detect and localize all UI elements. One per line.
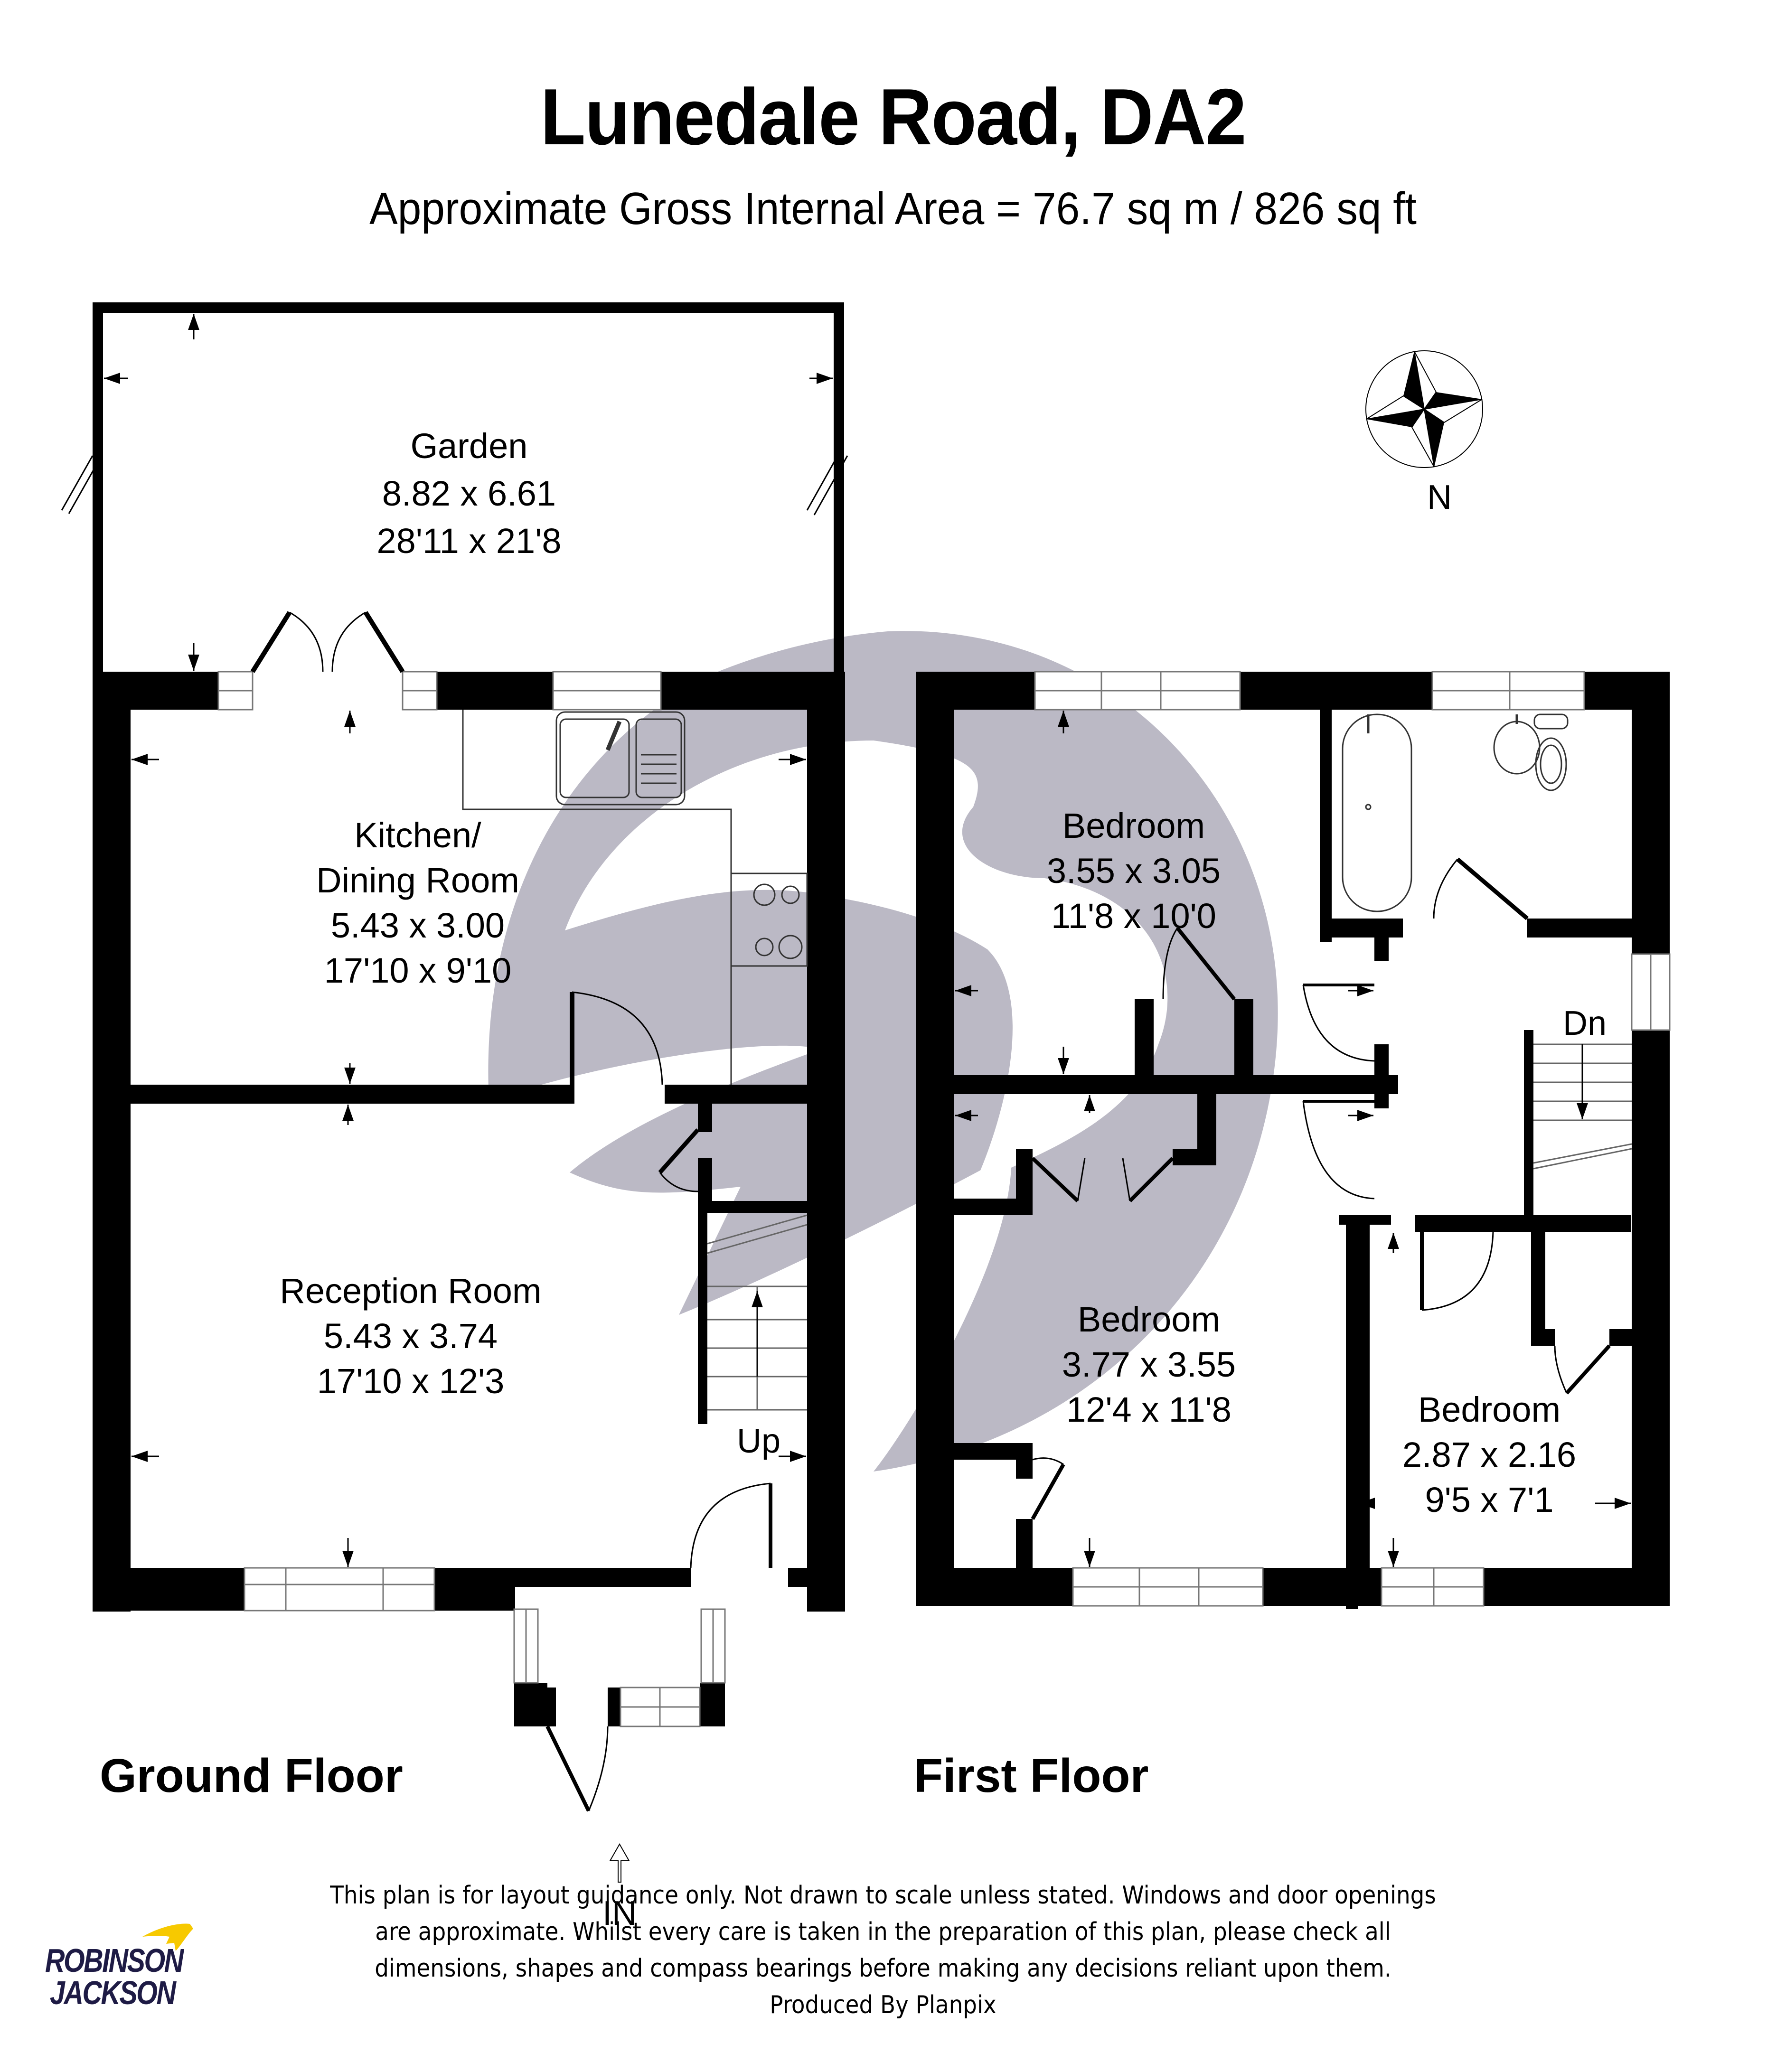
bedroom2-metric: 3.77 x 3.55 <box>1062 1345 1236 1384</box>
entrance-label: IN <box>602 1894 637 1932</box>
swallow-icon <box>142 1923 193 1951</box>
kitchen-metric: 5.43 x 3.00 <box>331 906 505 945</box>
bath-icon <box>1342 713 1412 912</box>
producer-credit: Produced By Planpix <box>770 1991 996 2019</box>
reception-imperial: 17'10 x 12'3 <box>317 1361 504 1401</box>
bedroom1-imperial: 11'8 x 10'0 <box>1051 896 1216 936</box>
logo-line-1: ROBINSON <box>45 1942 184 1979</box>
bedroom3-name: Bedroom <box>1418 1390 1560 1429</box>
hob-icon <box>730 872 808 967</box>
disclaimer-line: are approximate. Whilst every care is ta… <box>375 1918 1391 1946</box>
logo-line-2: JACKSON <box>50 1974 176 2011</box>
bathroom-fittings <box>1342 713 1569 912</box>
bedroom3-imperial: 9'5 x 7'1 <box>1425 1480 1554 1519</box>
ground-floor-staircase <box>707 1214 808 1411</box>
disclaimer-line: This plan is for layout guidance only. N… <box>330 1881 1436 1910</box>
reception-name: Reception Room <box>280 1271 541 1311</box>
garden-metric: 8.82 x 6.61 <box>382 474 556 513</box>
first-floor-dimension-arrows <box>955 711 1631 1567</box>
garden-name: Garden <box>411 426 528 466</box>
bedroom3-metric: 2.87 x 2.16 <box>1402 1435 1576 1474</box>
disclaimer: This plan is for layout guidance only. N… <box>268 1877 1498 2024</box>
first-floor-labels: Bedroom 3.55 x 3.05 11'8 x 10'0 Bedroom … <box>914 806 1607 1802</box>
disclaimer-line: dimensions, shapes and compass bearings … <box>375 1954 1391 1983</box>
ground-floor-labels: Garden 8.82 x 6.61 28'11 x 21'8 Kitchen/… <box>100 426 780 1932</box>
gross-area: Approximate Gross Internal Area = 76.7 s… <box>369 183 1417 234</box>
kitchen-fittings <box>462 710 808 1085</box>
agent-logo: ROBINSON JACKSON <box>45 1923 202 2011</box>
first-floor-windows <box>1034 671 1671 1607</box>
bedroom2-name: Bedroom <box>1078 1300 1220 1339</box>
dimension-arrows <box>61 314 848 1883</box>
stairs-down-label: Dn <box>1563 1004 1607 1042</box>
bedroom1-name: Bedroom <box>1062 806 1205 845</box>
bedroom2-imperial: 12'4 x 11'8 <box>1066 1390 1231 1429</box>
first-floor-staircase <box>1533 1043 1632 1170</box>
toilet-icon <box>1533 713 1569 730</box>
bedroom1-metric: 3.55 x 3.05 <box>1047 851 1221 891</box>
kitchen-name-2: Dining Room <box>316 861 519 900</box>
compass-north-label: N <box>1427 478 1452 516</box>
ground-floor-walls <box>93 302 845 1726</box>
sink-icon <box>555 711 686 806</box>
stairs-up-label: Up <box>737 1422 780 1460</box>
first-floor-label: First Floor <box>914 1749 1148 1802</box>
ground-floor-windows <box>217 671 726 1727</box>
plan-title: Lunedale Road, DA2 <box>540 72 1247 161</box>
ground-floor-doors <box>250 611 772 1812</box>
first-floor-walls <box>916 672 1670 1609</box>
compass-icon: N <box>1365 350 1483 516</box>
garden-imperial: 28'11 x 21'8 <box>377 521 562 561</box>
reception-metric: 5.43 x 3.74 <box>324 1316 498 1356</box>
kitchen-imperial: 17'10 x 9'10 <box>324 951 511 990</box>
kitchen-name-1: Kitchen/ <box>354 816 481 855</box>
ground-floor-label: Ground Floor <box>100 1749 403 1802</box>
basin-icon <box>1493 721 1541 775</box>
first-floor-doors <box>1031 857 1611 1520</box>
